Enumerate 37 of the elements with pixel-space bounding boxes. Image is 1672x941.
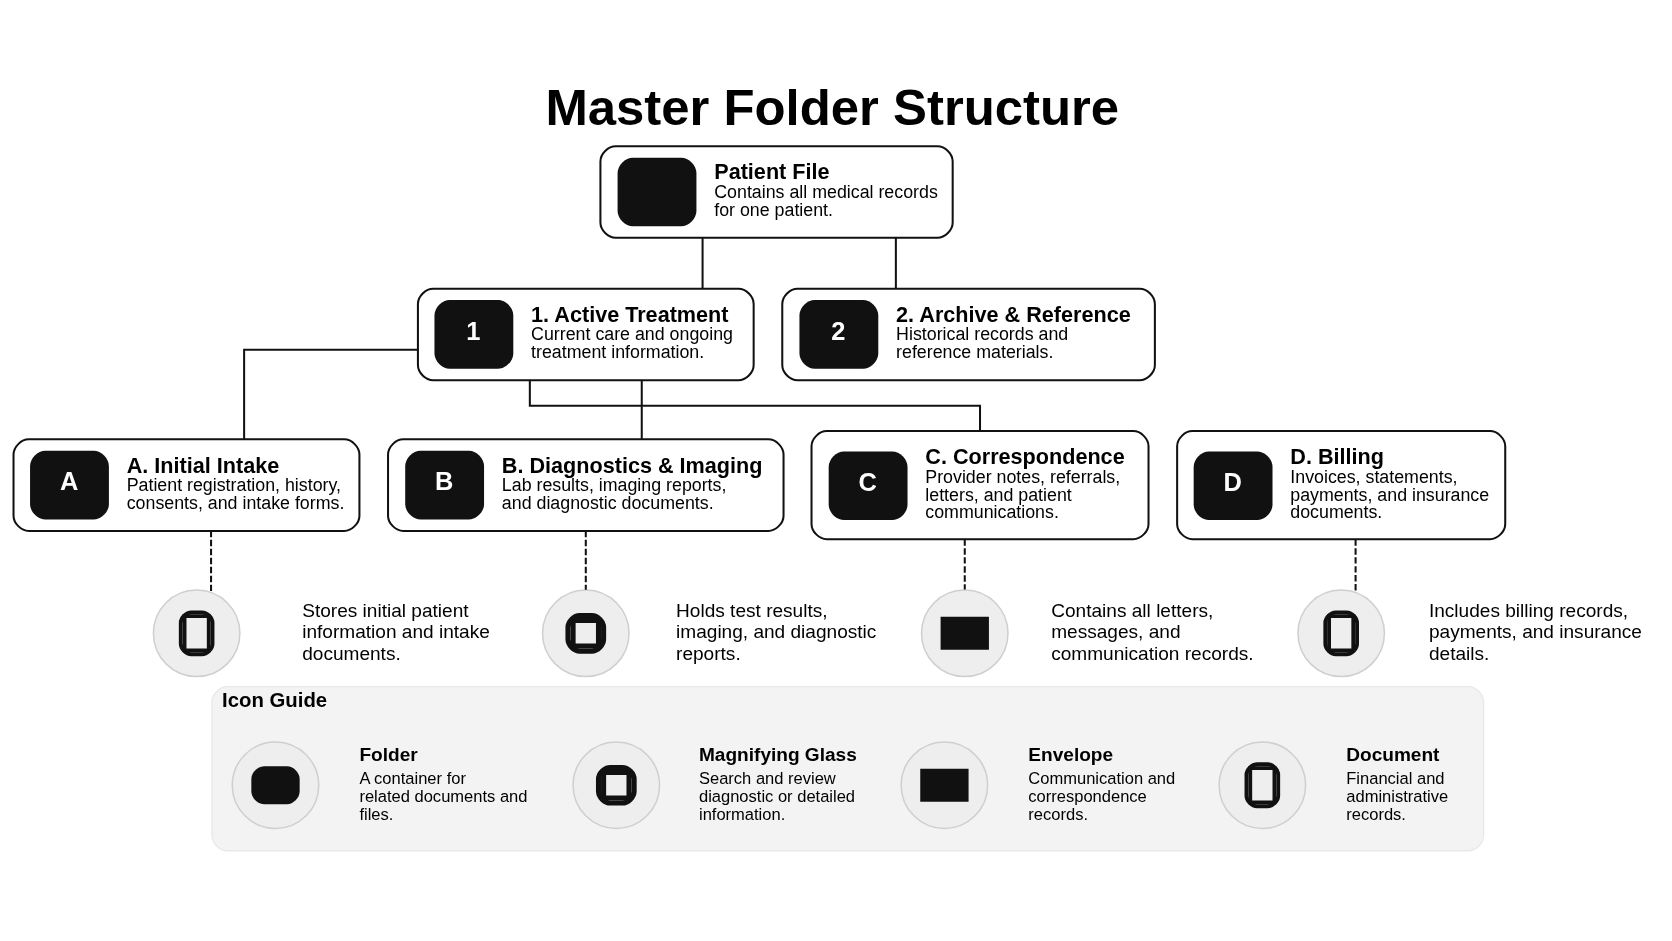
connector bbox=[528, 380, 982, 431]
node-box: 1 1. Active Treatment Current care and ongoing treatment information. bbox=[416, 287, 755, 382]
node-label: Folder bbox=[359, 744, 418, 766]
connector bbox=[243, 348, 418, 440]
node-box: C C. Correspondence Provider notes, referrals, letters, and patient communications. bbox=[810, 430, 1150, 541]
diagram-title: Master Folder Structure bbox=[545, 78, 1120, 136]
node-label: Communication and correspondence records. bbox=[1028, 769, 1176, 825]
connector bbox=[1354, 539, 1357, 593]
node-label: Search and review diagnostic or detailed information. bbox=[698, 769, 856, 825]
node-circle bbox=[920, 589, 1009, 678]
connector bbox=[584, 531, 587, 590]
node-label: Magnifying Glass bbox=[698, 744, 857, 766]
node-label: A container for related documents and files. bbox=[359, 769, 528, 825]
node-box: Patient File Contains all medical records for one patient. bbox=[599, 145, 954, 239]
node-circle bbox=[1218, 741, 1307, 830]
node-label: Holds test results, imaging, and diagnostic reports. bbox=[676, 599, 877, 664]
connector bbox=[701, 237, 704, 289]
node-box: 2 2. Archive & Reference Historical records and reference materials. bbox=[781, 287, 1156, 382]
node-circle bbox=[572, 741, 661, 830]
connector bbox=[210, 531, 213, 593]
node-label: Includes billing records, payments, and insurance details. bbox=[1428, 599, 1642, 664]
node-label: Envelope bbox=[1028, 744, 1114, 766]
node-box: A A. Initial Intake Patient registration, history, consents, and intake forms. bbox=[12, 438, 361, 532]
node-circle bbox=[231, 741, 320, 830]
node-box: D D. Billing Invoices, statements, payments, and insurance documents. bbox=[1176, 430, 1507, 541]
node-circle bbox=[152, 589, 241, 678]
node-label: Stores initial patient information and intake documents. bbox=[302, 599, 490, 664]
connector bbox=[640, 380, 643, 439]
node-box: B B. Diagnostics & Imaging Lab results, imaging reports, and diagnostic documents. bbox=[387, 438, 785, 532]
node-circle bbox=[541, 589, 630, 678]
connector bbox=[963, 539, 966, 590]
node-label: Financial and administrative records. bbox=[1346, 769, 1449, 825]
node-circle bbox=[1297, 589, 1386, 678]
node-circle bbox=[900, 741, 989, 830]
node-label: Contains all letters, messages, and communication records. bbox=[1051, 599, 1254, 664]
connector bbox=[894, 237, 897, 289]
node-label: Document bbox=[1346, 744, 1440, 766]
